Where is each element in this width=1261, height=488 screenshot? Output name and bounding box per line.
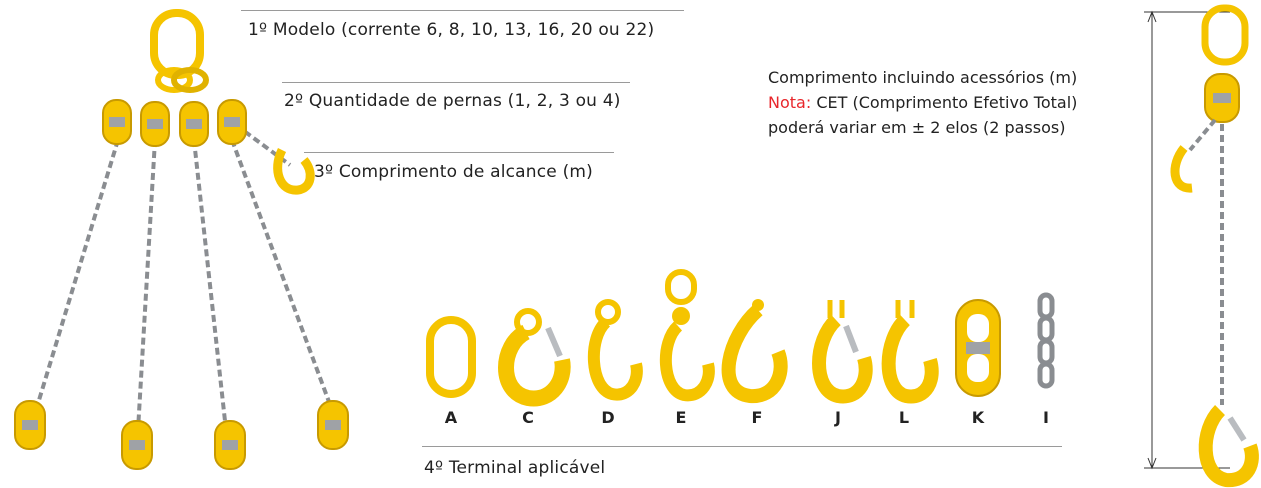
terminal-label-e: E bbox=[675, 408, 687, 427]
rule-pernas bbox=[282, 82, 630, 83]
length-note: Comprimento incluindo acessórios (m) Not… bbox=[768, 65, 1077, 140]
bottom-links bbox=[14, 400, 349, 470]
step-terminal: 4º Terminal aplicável bbox=[424, 458, 606, 478]
swivel-hook-icon bbox=[660, 269, 715, 402]
terminal-label-l: L bbox=[898, 408, 910, 427]
rule-modelo bbox=[241, 10, 684, 11]
terminal-label-k: K bbox=[971, 408, 985, 427]
clevis-sling-hook-icon bbox=[498, 308, 571, 407]
eye-safety-hook-icon bbox=[587, 299, 643, 401]
rule-terminal bbox=[422, 446, 1062, 447]
foundry-hook-icon bbox=[721, 299, 788, 403]
terminal-label-i: I bbox=[1043, 408, 1049, 427]
chain-icon bbox=[1037, 292, 1055, 389]
step-pernas: 2º Quantidade de pernas (1, 2, 3 ou 4) bbox=[284, 91, 621, 111]
rule-alcance bbox=[304, 152, 614, 153]
step-alcance: 3º Comprimento de alcance (m) bbox=[314, 162, 593, 182]
terminal-label-f: F bbox=[751, 408, 763, 427]
shortening-hook-icon bbox=[273, 147, 315, 195]
step-modelo: 1º Modelo (corrente 6, 8, 10, 13, 16, 20… bbox=[248, 20, 655, 40]
note-line-2: Nota: CET (Comprimento Efetivo Total) bbox=[768, 90, 1077, 115]
coupling-links bbox=[102, 99, 247, 147]
nota-label: Nota: bbox=[768, 93, 812, 112]
chain-legs bbox=[34, 123, 334, 431]
terminal-label-d: D bbox=[601, 408, 615, 427]
master-link-icon bbox=[150, 9, 204, 79]
oval-link-icon bbox=[426, 316, 476, 398]
note-line-3: poderá variar em ± 2 elos (2 passos) bbox=[768, 118, 1066, 137]
coupling-link-icon bbox=[955, 299, 1001, 397]
terminal-parts bbox=[426, 269, 1055, 407]
terminal-label-j: J bbox=[835, 408, 841, 427]
terminal-label-a: A bbox=[444, 408, 458, 427]
grab-hook-icon bbox=[881, 300, 939, 404]
four-leg-sling bbox=[14, 9, 349, 470]
note-line-2-text: CET (Comprimento Efetivo Total) bbox=[811, 93, 1078, 112]
terminal-label-c: C bbox=[522, 408, 534, 427]
clevis-latch-hook-icon bbox=[812, 300, 873, 404]
note-line-1: Comprimento incluindo acessórios (m) bbox=[768, 68, 1078, 87]
single-leg-sling bbox=[1144, 4, 1259, 488]
